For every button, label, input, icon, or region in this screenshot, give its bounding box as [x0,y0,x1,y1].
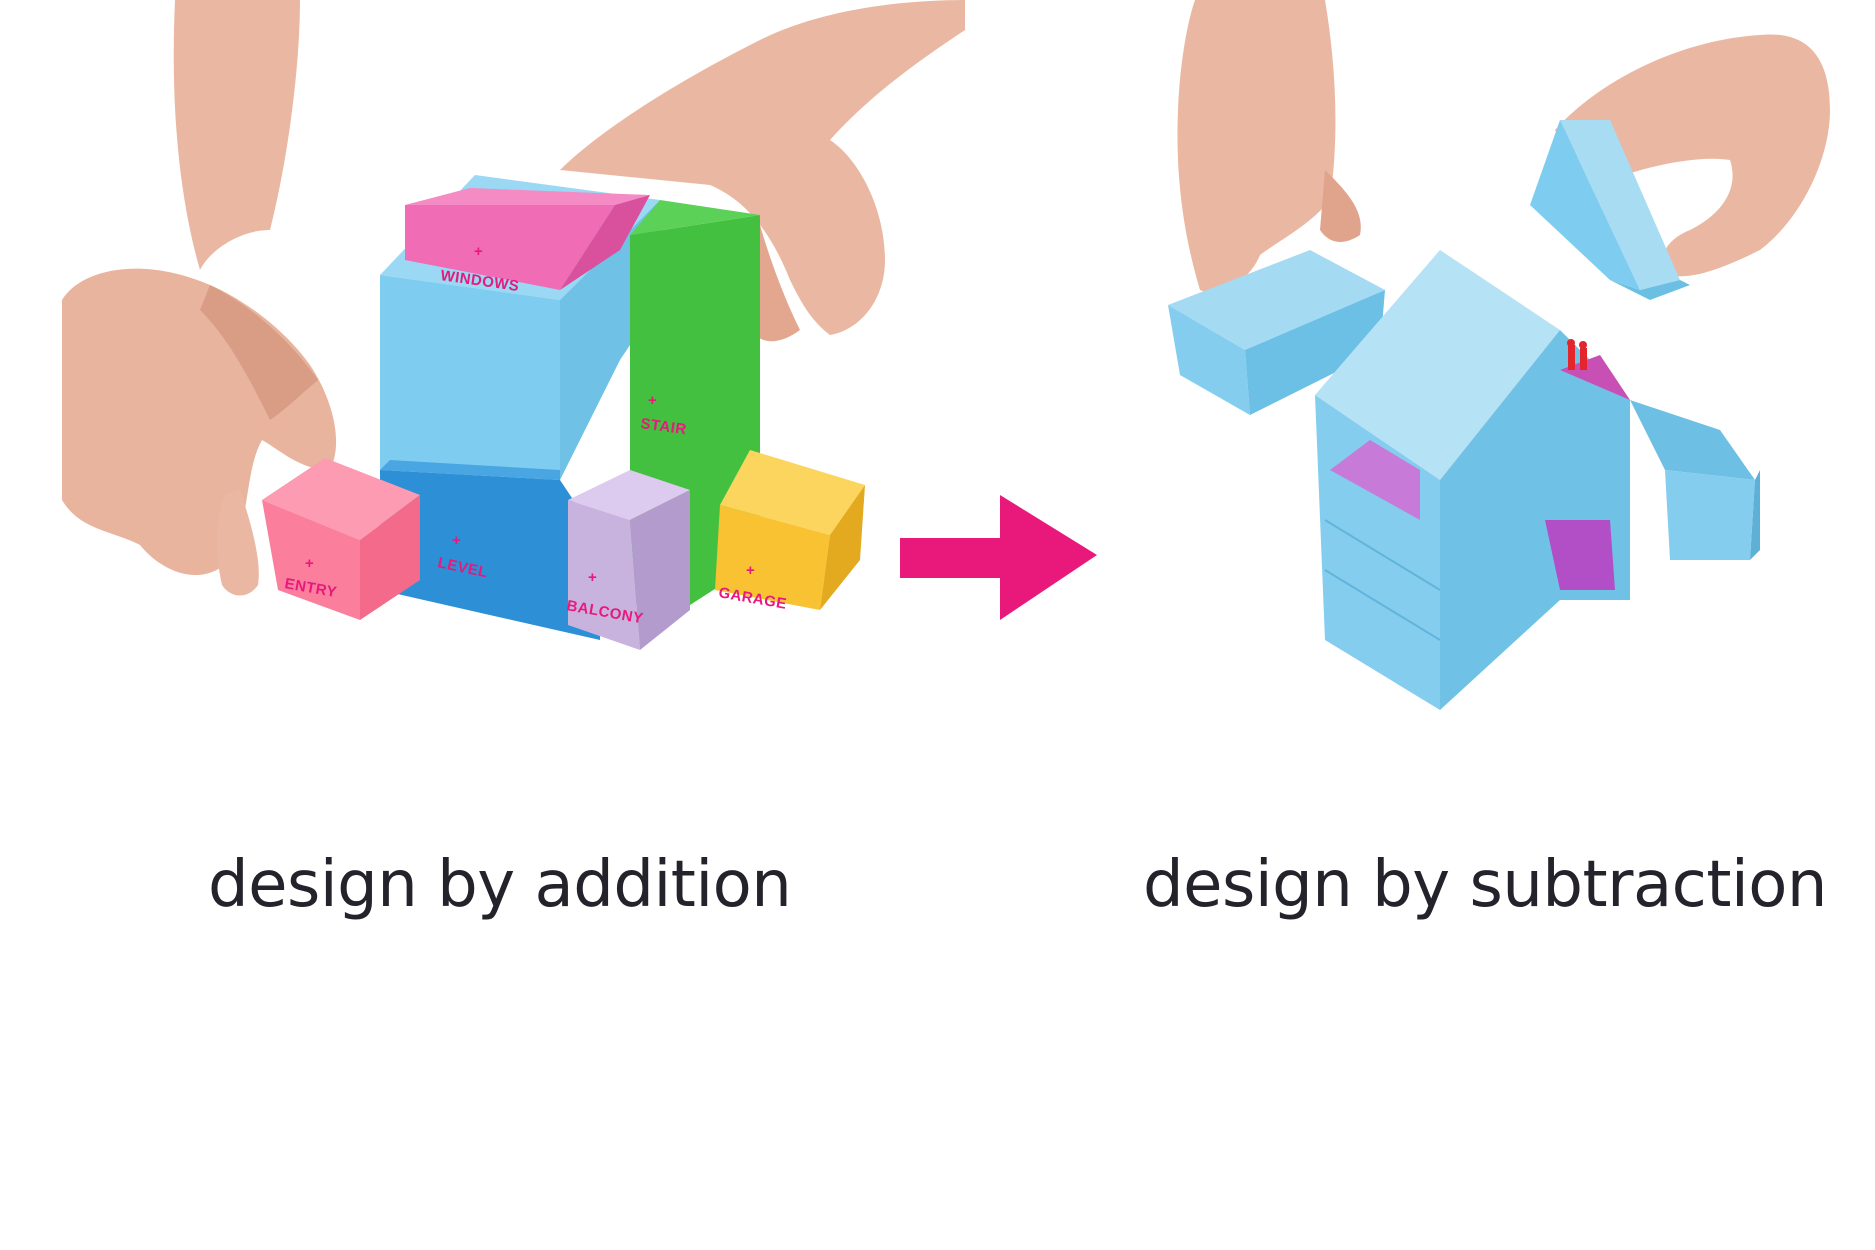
left-arm [173,0,300,270]
wedge-block [1530,120,1690,300]
windows-block: + WINDOWS [405,188,650,295]
side-block [1560,355,1760,560]
left-hand [1177,0,1336,293]
subtraction-model [1168,0,1830,710]
addition-model: + WINDOWS + STAIR + LEVEL + BALCONY [62,0,965,650]
caption-addition: design by addition [208,848,792,922]
caption-subtraction: design by subtraction [1143,848,1827,922]
plus-icon: + [474,243,483,260]
plus-icon: + [588,569,597,586]
house-block [1315,250,1630,710]
right-hand [1555,34,1830,277]
plus-icon: + [648,392,657,409]
person-figures [1567,339,1587,370]
thumb [217,490,259,596]
plus-icon: + [746,562,755,579]
balcony-block: + BALCONY [565,470,690,650]
left-hand [62,268,337,576]
stair-label: STAIR [639,415,687,438]
plus-icon: + [452,532,461,549]
plus-icon: + [305,555,314,572]
right-arrow-icon [900,495,1097,620]
held-block [1168,250,1385,415]
garage-block: + GARAGE [715,450,865,613]
level-block: + LEVEL [380,460,600,640]
finger [1320,170,1361,242]
